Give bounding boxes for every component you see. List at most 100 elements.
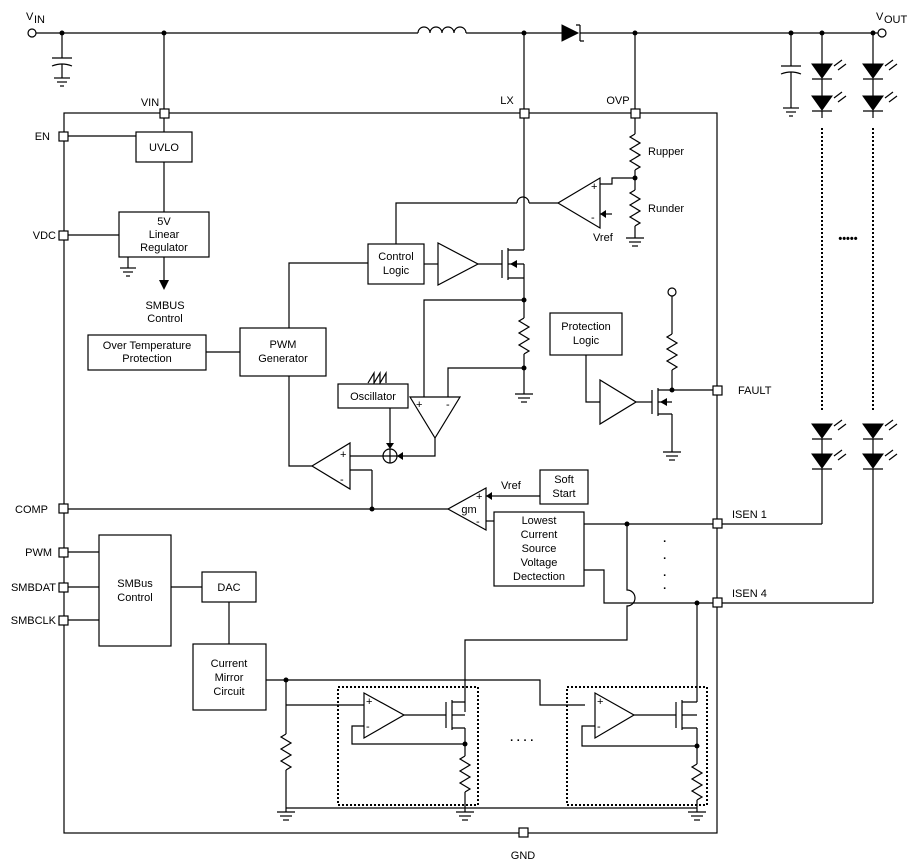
svg-text:PWM: PWM [270, 339, 297, 351]
svg-text:Source: Source [522, 543, 557, 555]
pin-vin: VIN [141, 97, 159, 109]
svg-text:Mirror: Mirror [215, 672, 244, 684]
pin-squares [58, 108, 723, 838]
svg-text:-: - [446, 399, 450, 411]
current-sense-amp [408, 396, 462, 440]
svg-text:+: + [476, 491, 482, 503]
svg-text:gm: gm [461, 504, 476, 516]
pin-vdc: VDC [33, 230, 56, 242]
input-capacitor [51, 33, 73, 87]
svg-text:-: - [597, 721, 601, 733]
output-capacitor [780, 33, 802, 117]
vref-ovp-label: Vref [593, 232, 614, 244]
gm-amplifier [446, 486, 487, 532]
uvlo-block [135, 131, 193, 163]
pwm-generator-block [239, 327, 327, 377]
svg-text:Logic: Logic [573, 335, 600, 347]
mirror-resistor [279, 733, 293, 771]
protection-logic-block [549, 312, 623, 356]
svg-text:Generator: Generator [258, 353, 308, 365]
pin-smbdat: SMBDAT [11, 582, 56, 594]
svg-text:-: - [591, 212, 595, 224]
svg-text:DAC: DAC [217, 582, 240, 594]
current-mirror-block [192, 643, 267, 711]
svg-text:-: - [340, 474, 344, 486]
control-logic-block [367, 243, 425, 285]
svg-text:Control: Control [378, 251, 413, 263]
smbus-arrow [159, 280, 169, 290]
svg-text:Oscillator: Oscillator [350, 391, 396, 403]
svg-text:Protection: Protection [122, 353, 172, 365]
svg-text:Control: Control [147, 313, 182, 325]
svg-text:Start: Start [552, 488, 575, 500]
chip-outline [63, 112, 718, 834]
pin-en: EN [35, 131, 50, 143]
svg-text:+: + [366, 696, 372, 708]
svg-text:Protection: Protection [561, 321, 611, 333]
svg-text:-: - [476, 516, 480, 528]
sawtooth-icon [367, 370, 387, 386]
svg-text:Regulator: Regulator [140, 242, 188, 254]
svg-text:Linear: Linear [149, 229, 180, 241]
svg-text:+: + [591, 181, 597, 193]
inductor [417, 26, 467, 34]
input-rail [27, 24, 887, 42]
svg-text:-: - [366, 721, 370, 733]
current-sink-channel-1 [337, 686, 479, 806]
rupper-resistor [628, 133, 642, 171]
fault-driver [599, 378, 638, 426]
pin-isen4: ISEN 4 [732, 588, 767, 600]
ovp-comparator [556, 176, 601, 230]
svg-text:Soft: Soft [554, 474, 574, 486]
pin-smbclk: SMBCLK [11, 615, 57, 627]
pin-isen1: ISEN 1 [732, 509, 767, 521]
runder-label: Runder [648, 203, 684, 215]
svg-text:+: + [597, 696, 603, 708]
svg-text:OUT: OUT [884, 14, 908, 26]
sink-amp-1 [363, 691, 406, 740]
svg-text:Dectection: Dectection [513, 571, 565, 583]
dac-block [201, 571, 257, 603]
vout-label: V [876, 11, 884, 23]
svg-text:Over Temperature: Over Temperature [103, 340, 191, 352]
svg-text:Current: Current [521, 529, 558, 541]
svg-text:·: · [663, 583, 667, 595]
pin-comp: COMP [15, 504, 48, 516]
svg-text:·: · [663, 553, 667, 565]
current-sink-channel-4 [566, 686, 708, 806]
power-mosfet [501, 118, 525, 300]
soft-start-block [539, 469, 589, 505]
svg-text:Logic: Logic [383, 265, 410, 277]
runder-resistor [628, 189, 642, 227]
svg-text:IN: IN [34, 14, 45, 26]
pwm-comparator [310, 441, 351, 491]
svg-text:Control: Control [117, 592, 152, 604]
pin-ovp: OVP [606, 95, 629, 107]
led-dots: ••••• [838, 233, 857, 245]
svg-text:Circuit: Circuit [213, 686, 244, 698]
over-temp-block [87, 334, 207, 371]
pin-lx: LX [500, 95, 514, 107]
svg-text:·: · [663, 570, 667, 582]
sense-resistor [517, 317, 531, 355]
oscillator-block [337, 383, 409, 409]
svg-text:Lowest: Lowest [522, 515, 557, 527]
svg-text:+: + [340, 449, 346, 461]
fault-mosfet [651, 388, 672, 416]
rupper-label: Rupper [648, 146, 684, 158]
channel-dots: · · · · [510, 735, 534, 747]
svg-text:SMBus: SMBus [117, 578, 153, 590]
pin-pwm: PWM [25, 547, 52, 559]
svg-text:5V: 5V [157, 216, 171, 228]
sink-amp-4 [594, 691, 636, 740]
svg-text:Voltage: Voltage [521, 557, 558, 569]
fault-pullup-resistor [665, 333, 679, 371]
gate-driver [437, 242, 480, 286]
pin-fault: FAULT [738, 385, 772, 397]
lowest-current-detect-block [493, 511, 585, 587]
svg-text:+: + [416, 399, 422, 411]
svg-text:Current: Current [211, 658, 248, 670]
isen-dots: · [663, 536, 667, 548]
svg-text:SMBUS: SMBUS [145, 300, 184, 312]
